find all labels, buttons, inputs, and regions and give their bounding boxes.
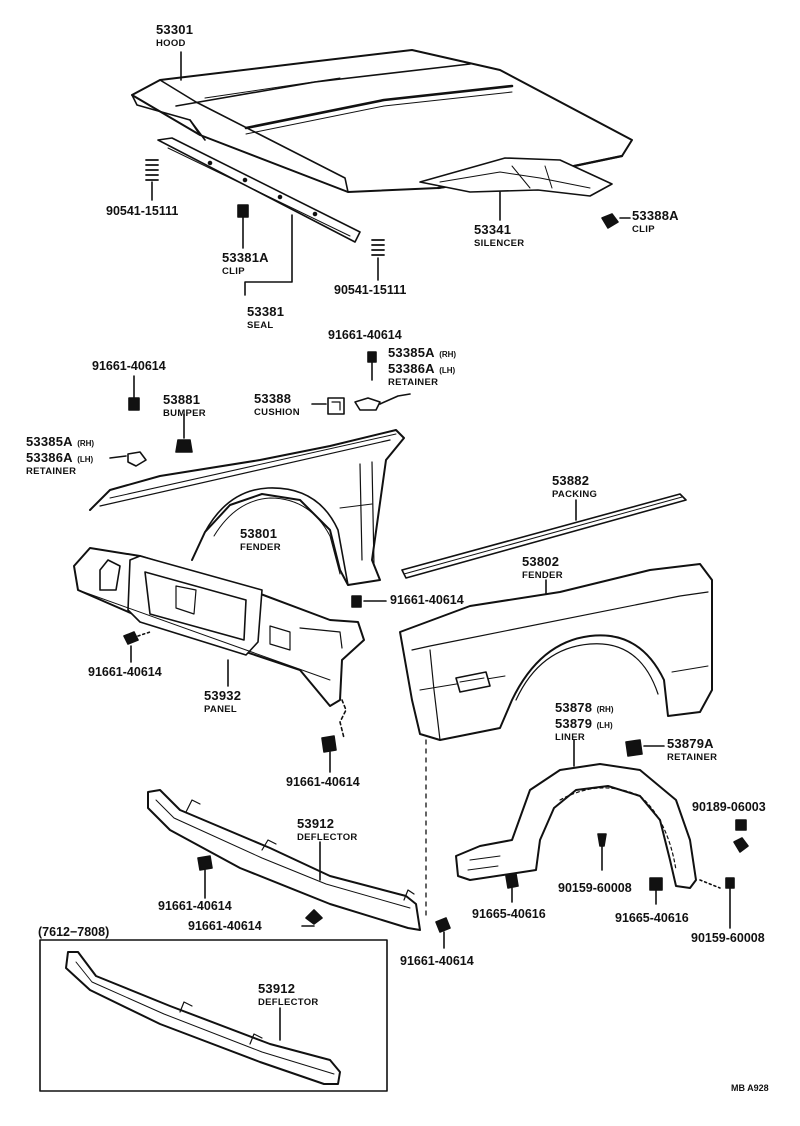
label-91661-top-left: 91661-40614 bbox=[92, 359, 166, 373]
label-91661-left: 91661-40614 bbox=[88, 665, 162, 679]
label-panel: 53932 PANEL bbox=[204, 688, 242, 715]
label-retainer-liner: 53879A RETAINER bbox=[667, 736, 718, 763]
label-retainer-left: 53385A (RH) 53386A (LH) RETAINER bbox=[26, 434, 95, 477]
deflector-inset-part bbox=[65, 951, 341, 1085]
label-91665-a: 91665-40616 bbox=[472, 907, 546, 921]
spring-bolt-left bbox=[145, 159, 159, 201]
inset-box bbox=[39, 939, 388, 1092]
bolt-panel-left bbox=[123, 631, 151, 663]
label-fender-rear: 53801 FENDER bbox=[240, 526, 281, 553]
label-90541-right: 90541-15111 bbox=[334, 283, 407, 297]
seal-part bbox=[157, 137, 361, 243]
bolt-deflector-group bbox=[197, 855, 451, 949]
label-cushion: 53388 CUSHION bbox=[254, 391, 300, 418]
bolt-top-left bbox=[128, 375, 140, 411]
bolt-mid bbox=[351, 595, 387, 608]
cushion-part bbox=[311, 397, 345, 415]
label-91661-mid: 91661-40614 bbox=[390, 593, 464, 607]
reference-code: MB A928 bbox=[731, 1083, 769, 1093]
leader-seal bbox=[244, 214, 293, 296]
bolt-liner-group bbox=[505, 819, 749, 929]
deflector-main-part bbox=[147, 789, 421, 931]
label-91661-bottom: 91661-40614 bbox=[400, 954, 474, 968]
label-fender-front: 53802 FENDER bbox=[522, 554, 563, 581]
spring-bolt-right bbox=[371, 239, 385, 281]
label-90189: 90189-06003 bbox=[692, 800, 766, 814]
label-bumper: 53881 BUMPER bbox=[163, 392, 206, 419]
bolt-retainer-upper bbox=[354, 351, 411, 411]
clip-53381a-part bbox=[237, 204, 249, 249]
clip-53388a-part bbox=[601, 213, 631, 229]
label-clip-53381a: 53381A CLIP bbox=[222, 250, 269, 277]
bolt-panel-bottom bbox=[321, 699, 347, 773]
label-90541-left: 90541-15111 bbox=[106, 204, 179, 218]
bumper-part bbox=[175, 413, 193, 453]
label-hood: 53301 HOOD bbox=[156, 22, 194, 49]
liner-part bbox=[455, 763, 697, 889]
silencer-part bbox=[419, 157, 613, 197]
label-inset-range: (7612−7808) bbox=[38, 925, 110, 939]
front-panel-part bbox=[73, 547, 365, 707]
label-90159-b: 90159-60008 bbox=[691, 931, 765, 945]
label-liner: 53878 (RH) 53879 (LH) LINER bbox=[555, 700, 614, 743]
label-91661-deflector-b: 91661-40614 bbox=[188, 919, 262, 933]
label-91665-b: 91665-40616 bbox=[615, 911, 689, 925]
retainer-liner-part bbox=[625, 739, 665, 757]
retainer-left-part bbox=[109, 451, 147, 467]
label-91661-top-right: 91661-40614 bbox=[328, 328, 402, 342]
label-clip-53388a: 53388A CLIP bbox=[632, 208, 679, 235]
label-retainer-upper: 53385A (RH) 53386A (LH) RETAINER bbox=[388, 345, 457, 388]
label-silencer: 53341 SILENCER bbox=[474, 222, 525, 249]
label-91661-panel: 91661-40614 bbox=[286, 775, 360, 789]
label-packing: 53882 PACKING bbox=[552, 473, 598, 500]
label-deflector-inset: 53912 DEFLECTOR bbox=[258, 981, 319, 1008]
label-seal: 53381 SEAL bbox=[247, 304, 285, 331]
label-90159-a: 90159-60008 bbox=[558, 881, 632, 895]
label-91661-deflector-a: 91661-40614 bbox=[158, 899, 232, 913]
packing-part bbox=[401, 493, 687, 579]
front-fender-part bbox=[399, 563, 713, 741]
rear-fender-part bbox=[89, 429, 405, 586]
label-deflector-main: 53912 DEFLECTOR bbox=[297, 816, 358, 843]
